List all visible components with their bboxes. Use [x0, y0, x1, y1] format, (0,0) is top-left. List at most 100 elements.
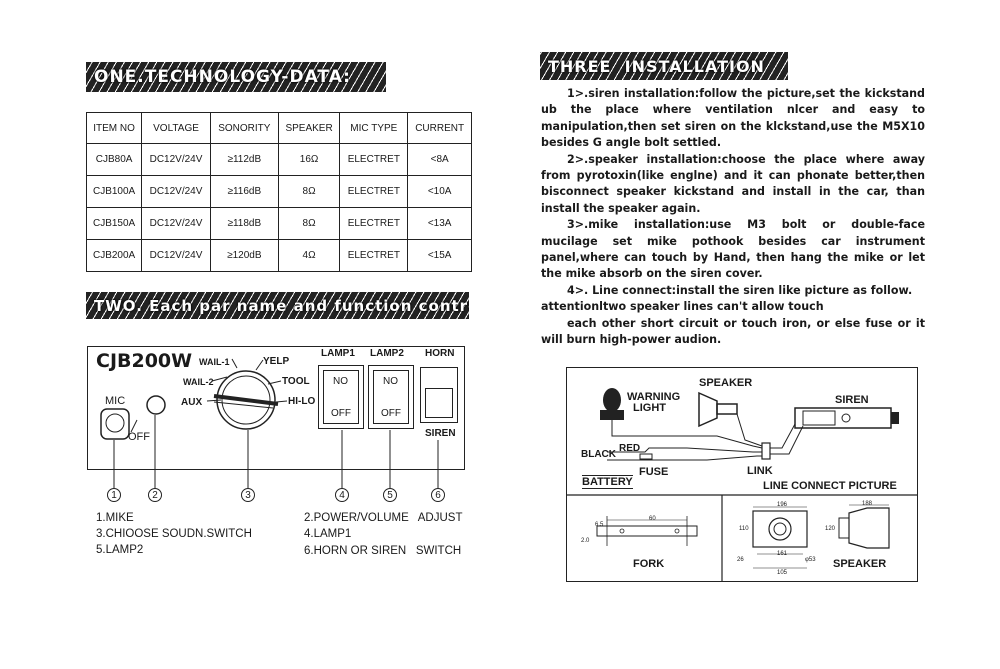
- line-connect-diagram: SPEAKER WARNING LIGHT SIREN RED BLACK FU…: [566, 367, 918, 582]
- speaker-dim-label: SPEAKER: [833, 558, 887, 570]
- lamp1-off: OFF: [331, 408, 351, 419]
- cell: CJB150A: [85, 207, 143, 240]
- lamp2-no: NO: [383, 376, 398, 387]
- cell: CJB100A: [85, 175, 143, 208]
- number-1: ①1: [107, 488, 121, 502]
- mic-icon: [100, 408, 130, 440]
- volume-knob-icon: [146, 395, 166, 415]
- number-5: 5: [383, 488, 397, 502]
- section-two-title: TWO. Each par name and function controll…: [94, 296, 469, 315]
- dim-196: 196: [777, 502, 788, 508]
- number-3: 3: [241, 488, 255, 502]
- dim-26: 26: [737, 557, 744, 563]
- section-three-banner: THREE INSTALLATION: [540, 52, 788, 80]
- label-wail1: WAIL-1: [199, 357, 230, 367]
- cell: ELECTRET: [339, 239, 409, 272]
- lamp1-switch: NO OFF: [318, 365, 364, 429]
- lamp2-off: OFF: [381, 408, 401, 419]
- table-row: CJB200A DC12V/24V ≥120dB 4Ω ELECTRET <15…: [85, 239, 472, 272]
- cell: 4Ω: [277, 239, 341, 272]
- install-step-4b: each other short circuit or touch iron, …: [541, 316, 925, 347]
- label-mic-off: OFF: [128, 431, 150, 443]
- label-aux: AUX: [181, 397, 203, 408]
- cell: <15A: [407, 239, 472, 272]
- cell: DC12V/24V: [141, 207, 211, 240]
- cell: DC12V/24V: [141, 239, 211, 272]
- table-header-row: ITEM NO VOLTAGE SONORITY SPEAKER MIC TYP…: [85, 112, 472, 144]
- lamp2-switch: NO OFF: [368, 365, 414, 429]
- installation-text: 1>.siren installation:follow the picture…: [541, 86, 925, 349]
- fork-label: FORK: [633, 558, 665, 570]
- number-6: 6: [431, 488, 445, 502]
- legend-5: 5.LAMP2: [96, 544, 144, 556]
- siren-box-icon: [794, 407, 899, 429]
- label-tool: TOOL: [282, 376, 310, 387]
- label-yelp: YELP: [263, 356, 290, 367]
- label-horn: HORN: [425, 348, 455, 359]
- fork-bracket-icon: [596, 516, 698, 546]
- table-row: CJB100A DC12V/24V ≥116dB 8Ω ELECTRET <10…: [85, 175, 472, 208]
- diagram-black-label: BLACK: [581, 449, 616, 460]
- label-siren: SIREN: [425, 428, 456, 439]
- wiring-graphics: [567, 388, 917, 581]
- label-wail2: WAIL-2: [183, 377, 214, 387]
- horn-siren-switch: [420, 367, 458, 423]
- cell: <10A: [407, 175, 472, 208]
- diagram-caption: LINE CONNECT PICTURE: [763, 480, 897, 492]
- table-row: CJB150A DC12V/24V ≥118dB 8Ω ELECTRET <13…: [85, 207, 472, 240]
- spec-table: ITEM NO VOLTAGE SONORITY SPEAKER MIC TYP…: [85, 112, 472, 272]
- lamp1-no: NO: [333, 376, 348, 387]
- dim-120: 120: [825, 526, 836, 532]
- cell: ELECTRET: [339, 207, 409, 240]
- speaker-dim-icon: [752, 504, 890, 569]
- install-step-3: 3>.mike installation:use M3 bolt or doub…: [541, 218, 925, 281]
- label-mic: MIC: [105, 395, 126, 407]
- cell: ≥116dB: [209, 175, 279, 208]
- section-three-title: THREE INSTALLATION: [548, 56, 765, 76]
- dim-60: 60: [649, 516, 656, 522]
- label-hilo: HI-LO: [288, 396, 316, 407]
- install-step-1: 1>.siren installation:follow the picture…: [541, 87, 925, 150]
- dim-188: 188: [862, 501, 873, 507]
- dim-110: 110: [739, 526, 749, 532]
- col-voltage: VOLTAGE: [141, 112, 211, 144]
- cell: DC12V/24V: [141, 175, 211, 208]
- control-panel: [87, 346, 465, 470]
- diagram-speaker-label: SPEAKER: [699, 377, 753, 389]
- cell: ≥118dB: [209, 207, 279, 240]
- cell: CJB80A: [85, 143, 143, 176]
- diagram-red-label: RED: [619, 443, 641, 454]
- dim-phi53: φ53: [805, 557, 816, 563]
- number-2: 2: [148, 488, 162, 502]
- selector-dial-icon: [206, 358, 288, 430]
- diagram-siren-label: SIREN: [835, 394, 869, 406]
- panel-model: CJB200W: [96, 350, 193, 372]
- number-4: 4: [335, 488, 349, 502]
- section-one-title: ONE.TECHNOLOGY-DATA:: [94, 67, 351, 87]
- col-speaker: SPEAKER: [277, 112, 341, 144]
- cell: 8Ω: [277, 175, 341, 208]
- speaker-horn-icon: [698, 391, 738, 428]
- col-sonority: SONORITY: [209, 112, 279, 144]
- warning-light-icon: [600, 388, 624, 420]
- diagram-warning-label: WARNING: [627, 391, 681, 403]
- dim-65: 6.5: [595, 522, 604, 528]
- cell: ≥120dB: [209, 239, 279, 272]
- col-mic-type: MIC TYPE: [339, 112, 409, 144]
- legend-1: 1.MIKE: [96, 512, 134, 524]
- legend-2: 2.POWER/VOLUME ADJUST: [304, 512, 463, 524]
- legend-3: 3.CHIOOSE SOUDN.SWITCH: [96, 528, 252, 540]
- legend-4: 4.LAMP1: [304, 528, 352, 540]
- diagram-link-label: LINK: [747, 465, 773, 477]
- diagram-light-label: LIGHT: [633, 402, 666, 414]
- dim-105: 105: [777, 570, 788, 576]
- cell: CJB200A: [85, 239, 143, 272]
- install-step-2: 2>.speaker installation:choose the place…: [541, 152, 925, 215]
- legend-6: 6.HORN OR SIREN SWITCH: [304, 545, 462, 557]
- label-lamp2: LAMP2: [370, 348, 404, 359]
- label-lamp1: LAMP1: [321, 348, 355, 359]
- diagram-fuse-label: FUSE: [639, 466, 669, 478]
- col-current: CURRENT: [407, 112, 472, 144]
- install-step-4a: 4>. Line connect:install the siren like …: [541, 283, 913, 314]
